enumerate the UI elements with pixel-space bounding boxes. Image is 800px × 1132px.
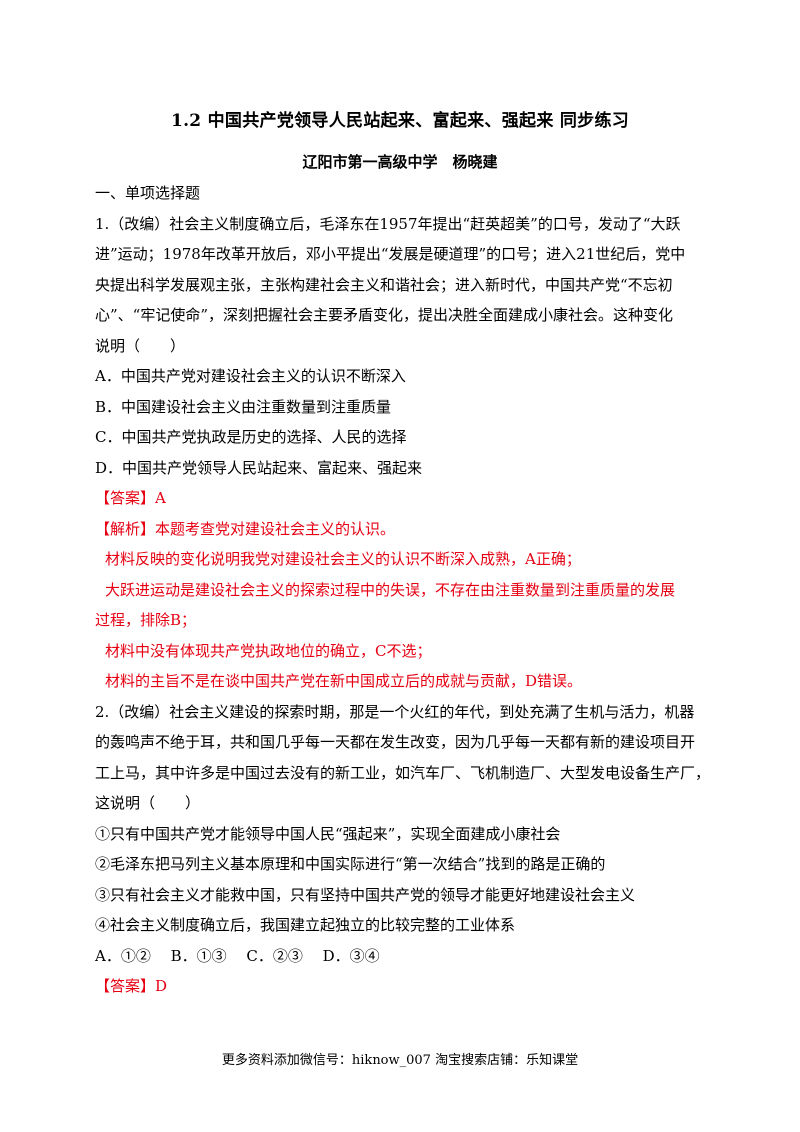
analysis-line: 材料中没有体现共产党执政地位的确立，C不选；	[105, 641, 432, 660]
question-1-line: 央提出科学发展观主张，主张构建社会主义和谐社会；进入新时代，中国共产党“不忘初	[95, 275, 673, 294]
answer-value: D	[155, 977, 168, 995]
question-1-option-d: D．中国共产党领导人民站起来、富起来、强起来	[95, 458, 423, 477]
analysis-line: 材料反映的变化说明我党对建设社会主义的认识不断深入成熟，A正确；	[105, 550, 581, 568]
question-2-options: A．①② B．①③ C．②③ D．③④	[95, 946, 380, 965]
answer-label: 【答案】	[95, 489, 156, 507]
page-title: 1.2 中国共产党领导人民站起来、富起来、强起来 同步练习	[170, 111, 630, 131]
question-2-statement-4: ④社会主义制度确立后，我国建立起独立的比较完整的工业体系	[95, 916, 516, 934]
question-2-statement-1: ①只有中国共产党才能领导中国人民“强起来”，实现全面建成小康社会	[95, 824, 561, 843]
question-1-option-c: C．中国共产党执政是历史的选择、人民的选择	[95, 428, 407, 446]
question-2-line: 工上马，其中许多是中国过去没有的新工业，如汽车厂、飞机制造厂、大型发电设备生产厂…	[95, 763, 711, 782]
question-1-line: 心”、“牢记使命”，深刻把握社会主要矛盾变化，提出决胜全面建成小康社会。这种变化	[95, 306, 674, 324]
question-1-answer: 【答案】A	[95, 483, 735, 514]
section-heading: 一、单项选择题	[95, 184, 201, 202]
document-body: 一、单项选择题 1.（改编）社会主义制度确立后，毛泽东在1957年提出“赶英超美…	[95, 178, 735, 1002]
question-2-statement-3: ③只有社会主义才能救中国，只有坚持中国共产党的领导才能更好地建设社会主义	[95, 885, 636, 904]
question-2-line: 2.（改编）社会主义建设的探索时期，那是一个火红的年代，到处充满了生机与活力，机…	[95, 702, 695, 721]
analysis-line: 材料的主旨不是在谈中国共产党在新中国成立后的成就与贡献，D错误。	[105, 672, 583, 690]
question-1-line: 说明（ ）	[95, 336, 186, 355]
question-1-option-b: B．中国建设社会主义由注重数量到注重质量	[95, 397, 392, 416]
question-1-line: 1.（改编）社会主义制度确立后，毛泽东在1957年提出“赶英超美”的口号，发动了…	[95, 214, 681, 233]
question-2-line: 这说明（ ）	[95, 794, 201, 812]
answer-value: A	[155, 489, 166, 507]
question-2-answer: 【答案】D	[95, 971, 735, 1002]
question-1-analysis: 【解析】本题考查党对建设社会主义的认识。	[95, 514, 735, 545]
analysis-line: 过程，排除B；	[95, 611, 197, 629]
question-1-option-a: A．中国共产党对建设社会主义的认识不断深入	[95, 367, 406, 385]
author-line: 辽阳市第一高级中学 杨晓建	[302, 153, 498, 171]
analysis-line: 大跃进运动是建设社会主义的探索过程中的失误，不存在由注重数量到注重质量的发展	[105, 580, 676, 599]
question-2-line: 的轰鸣声不绝于耳，共和国几乎每一天都在发生改变，因为几乎每一天都有新的建设项目开	[95, 733, 696, 751]
question-2-statement-2: ②毛泽东把马列主义基本原理和中国实际进行“第一次结合”找到的路是正确的	[95, 855, 606, 873]
question-1-line: 进”运动；1978年改革开放后，邓小平提出“发展是硬道理”的口号；进入21世纪后…	[95, 245, 686, 263]
page-footer: 更多资料添加微信号：hiknow_007 淘宝搜索店铺：乐知课堂	[221, 1053, 579, 1068]
answer-label: 【答案】	[95, 977, 156, 995]
analysis-label: 【解析】	[95, 519, 156, 538]
analysis-intro: 本题考查党对建设社会主义的认识。	[155, 519, 396, 538]
